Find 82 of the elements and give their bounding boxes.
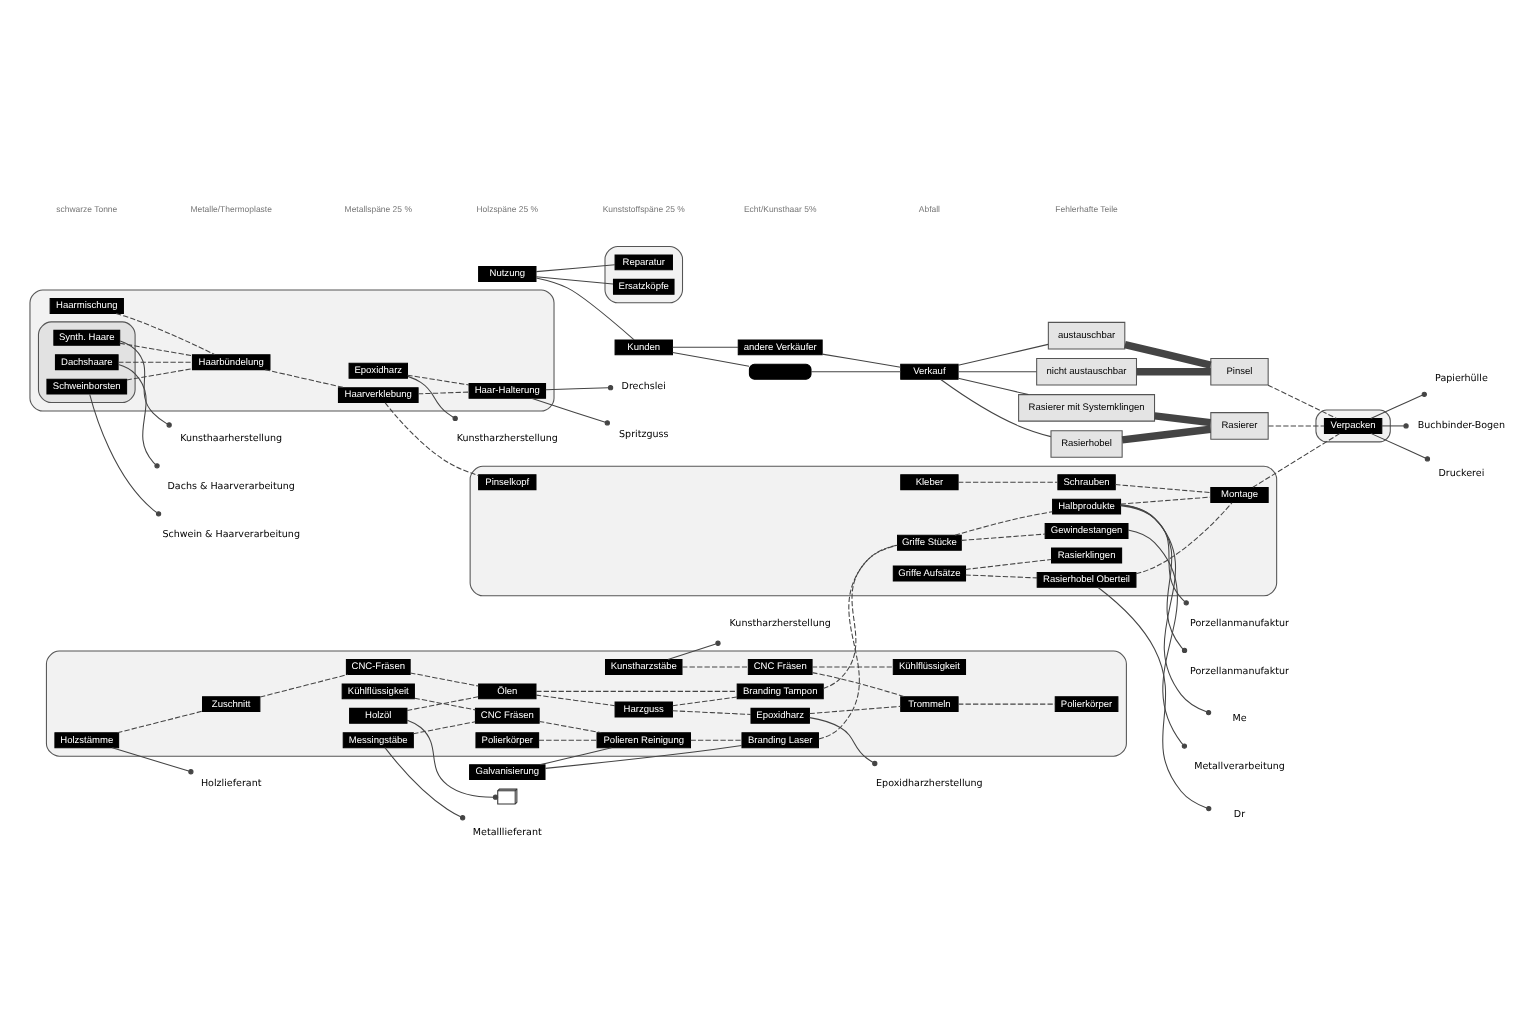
connector <box>1135 501 1233 574</box>
connector <box>672 350 750 366</box>
connector <box>264 368 345 388</box>
connector <box>672 695 738 706</box>
connector <box>1120 503 1212 715</box>
connector <box>957 370 1037 372</box>
connector <box>672 345 739 347</box>
connector <box>117 363 160 468</box>
connector <box>809 716 878 766</box>
connector <box>809 704 902 714</box>
node-box <box>748 362 812 379</box>
connector <box>1120 503 1188 653</box>
connector <box>115 311 216 355</box>
connector <box>960 532 1046 540</box>
connector <box>407 374 458 421</box>
connector <box>406 718 499 799</box>
connector <box>126 367 193 380</box>
connector <box>539 746 613 765</box>
connector <box>544 744 743 768</box>
connector <box>1127 528 1188 748</box>
connector <box>538 738 598 740</box>
connector <box>811 665 894 667</box>
connector <box>1120 495 1211 504</box>
connector <box>1114 483 1211 493</box>
connector <box>1370 390 1427 418</box>
cluster <box>45 649 1127 756</box>
connector <box>119 339 172 427</box>
connector <box>406 373 470 385</box>
connector <box>1097 585 1212 811</box>
connector <box>111 746 194 774</box>
connector <box>957 342 1049 365</box>
connector <box>957 480 1059 482</box>
connector <box>116 709 203 733</box>
connector <box>818 543 898 739</box>
connector <box>822 543 898 689</box>
connector <box>530 396 610 425</box>
cluster <box>469 464 1278 596</box>
connector <box>259 673 349 697</box>
connector <box>1121 424 1211 443</box>
connector <box>538 719 602 733</box>
connector <box>535 263 616 272</box>
connector <box>535 693 616 706</box>
connector <box>119 341 193 356</box>
connector <box>957 702 1056 704</box>
connector <box>672 709 752 714</box>
connector <box>690 738 743 740</box>
connector <box>810 370 902 372</box>
cluster <box>37 320 136 403</box>
connector <box>384 746 466 820</box>
connector <box>414 696 476 710</box>
connector <box>1381 422 1409 428</box>
connector <box>535 689 738 691</box>
connector <box>409 671 480 686</box>
connector <box>965 557 1052 569</box>
connector <box>412 720 476 734</box>
connector <box>954 510 1053 535</box>
connector <box>940 377 1052 437</box>
connector <box>1252 431 1341 487</box>
connector <box>957 376 1030 395</box>
connector <box>667 639 721 659</box>
connector <box>1370 431 1431 461</box>
connector <box>545 384 614 390</box>
connector <box>1267 424 1325 426</box>
connector <box>821 352 902 367</box>
connector <box>89 392 162 516</box>
connector <box>1124 339 1212 368</box>
connector <box>535 276 635 340</box>
cluster <box>604 244 684 303</box>
connector <box>406 695 479 710</box>
connector <box>117 360 193 362</box>
connector <box>384 401 479 475</box>
connector <box>681 665 749 667</box>
cluster <box>29 288 555 411</box>
connector <box>1154 411 1211 426</box>
connector <box>535 275 614 284</box>
connector <box>965 573 1038 578</box>
connector <box>811 671 906 697</box>
connector <box>1120 504 1189 605</box>
connector <box>1267 383 1337 418</box>
connector <box>1136 367 1211 375</box>
connector <box>417 390 470 394</box>
cluster <box>1315 408 1391 442</box>
